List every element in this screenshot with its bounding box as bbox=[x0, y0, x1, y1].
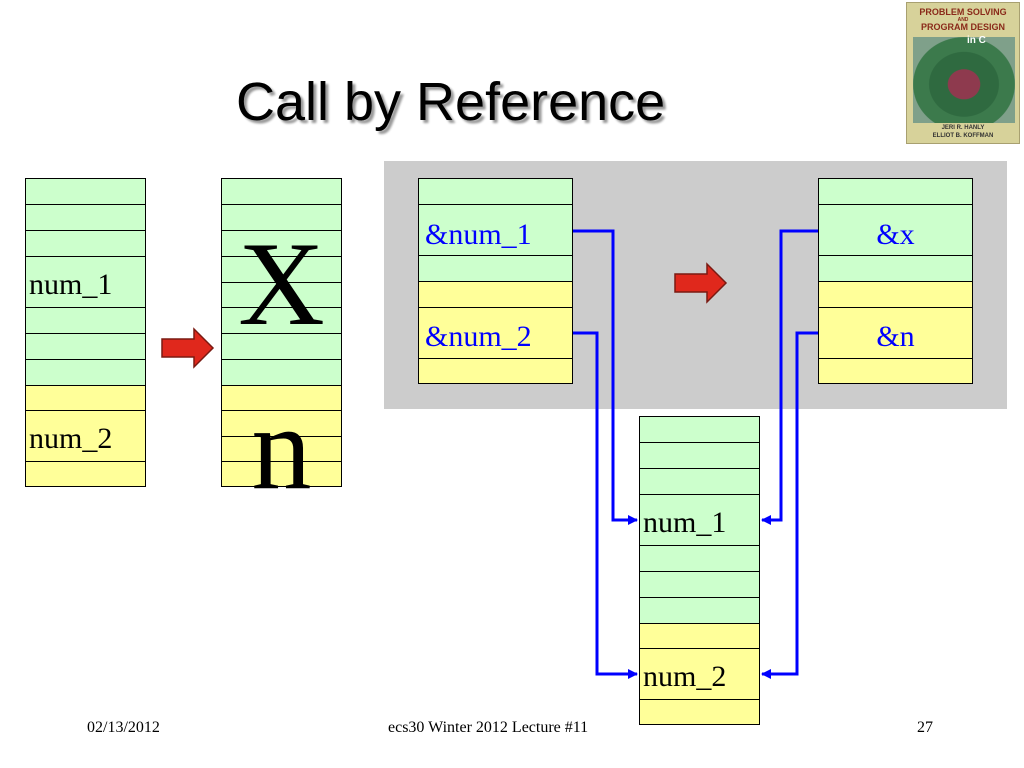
bottom-num1-label: num_1 bbox=[643, 506, 727, 539]
book-author2: ELLIOT B. KOFFMAN bbox=[932, 133, 994, 139]
bottom-num2-label: num_2 bbox=[643, 660, 727, 693]
pointer-line-num2-caller bbox=[573, 331, 638, 679]
middle-letter-n: n bbox=[251, 381, 312, 514]
book-cover-map-icon bbox=[913, 37, 1015, 123]
book-title-line3: PROGRAM DESIGN bbox=[920, 22, 1005, 32]
red-arrow-shade-icon bbox=[674, 262, 728, 304]
book-title-line2: AND bbox=[957, 17, 969, 23]
callee-n-address-label: &n bbox=[876, 320, 915, 353]
left-num2-label: num_2 bbox=[29, 422, 113, 455]
caller-num2-address-label: &num_2 bbox=[425, 320, 532, 353]
callee-x-address-label: &x bbox=[876, 218, 915, 251]
footer-course: ecs30 Winter 2012 Lecture #11 bbox=[388, 719, 589, 736]
left-memory-stack bbox=[25, 178, 146, 487]
book-cover-image: PROBLEM SOLVING AND PROGRAM DESIGN in C … bbox=[906, 2, 1020, 144]
book-title-line1: PROBLEM SOLVING bbox=[919, 7, 1007, 17]
slide-title: Call by Reference bbox=[236, 72, 666, 132]
footer-page-number: 27 bbox=[917, 719, 933, 736]
bottom-memory-stack bbox=[639, 416, 760, 725]
pointer-line-num1-caller bbox=[573, 229, 638, 525]
left-num1-label: num_1 bbox=[29, 268, 113, 301]
book-title-line4: in C bbox=[967, 35, 986, 46]
pointer-line-x-callee bbox=[761, 229, 818, 525]
caller-num1-address-label: &num_1 bbox=[425, 218, 532, 251]
callee-frame-stack bbox=[818, 178, 973, 384]
footer-date: 02/13/2012 bbox=[87, 719, 160, 736]
middle-letter-x: X bbox=[238, 217, 325, 350]
caller-frame-stack bbox=[418, 178, 573, 384]
pointer-line-n-callee bbox=[761, 331, 818, 679]
middle-memory-stack bbox=[221, 178, 342, 487]
book-author1: JERI R. HANLY bbox=[941, 125, 985, 131]
red-arrow-left-icon bbox=[161, 327, 215, 369]
